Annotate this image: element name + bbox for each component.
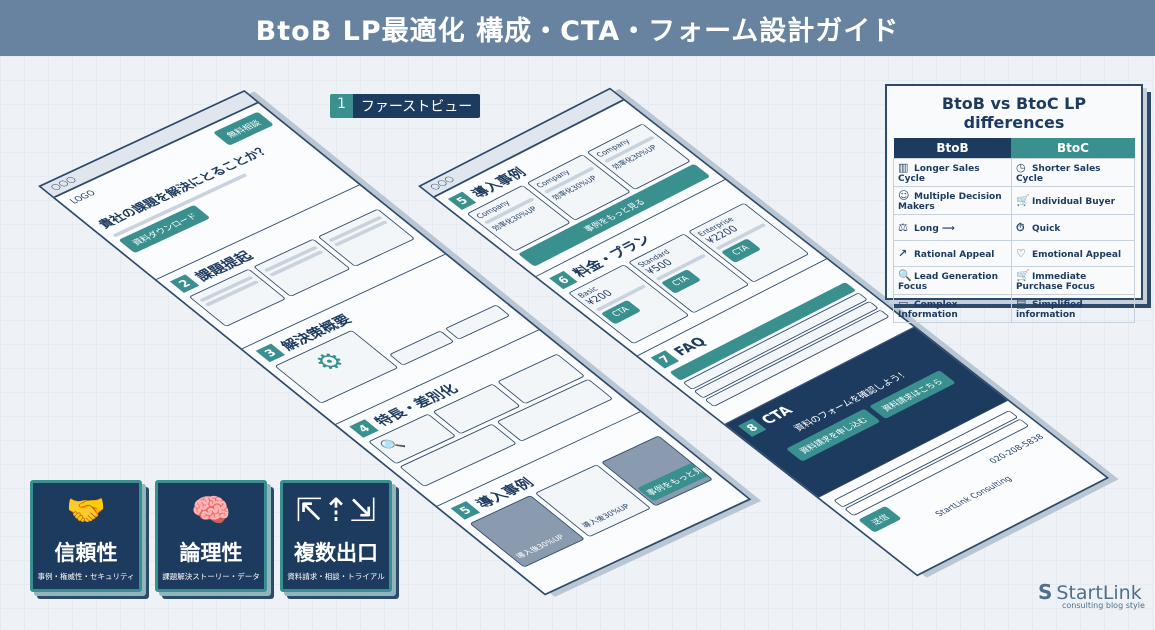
pillar-sub: 課題解決ストーリー・データ	[162, 572, 260, 581]
comparison-row: ▭Complex Information▤Simplified informat…	[893, 294, 1136, 323]
stopwatch-icon: ⏱	[1015, 220, 1025, 234]
building-icon: ▥	[898, 161, 909, 174]
clock-icon: ◷	[1015, 161, 1026, 174]
document-icon: ▤	[1015, 297, 1027, 310]
btob-cell: ▭Complex Information	[893, 294, 1012, 323]
pillar-multiple-exits: ⇱⇡⇲ 複数出口資料請求・相談・トライアル	[280, 480, 392, 592]
callout-label: ファーストビュー	[352, 94, 481, 118]
comparison-row: ▥Longer Sales Cycle◷Shorter Sales Cycle	[893, 158, 1136, 187]
heart-hand-icon: ♡	[1015, 247, 1026, 260]
pillar-title: 論理性	[179, 541, 243, 565]
btob-text: Long ⟶	[914, 224, 955, 234]
brand-name: StartLink	[1056, 582, 1142, 604]
comparison-row: ↗ Rational Appeal ♡ Emotional Appeal	[893, 240, 1136, 267]
btoc-text: Simplified information	[1015, 300, 1083, 320]
btob-text: Rational Appeal	[914, 250, 995, 260]
pillar-logic: 🧠 論理性課題解決ストーリー・データ	[155, 480, 267, 592]
brand-tagline: consulting blog style	[1062, 601, 1145, 610]
btob-cell: ▥Longer Sales Cycle	[893, 158, 1012, 187]
btob-cell: ↗ Rational Appeal	[893, 240, 1012, 267]
callout-number: 1	[330, 94, 353, 118]
btob-text: Multiple Decision Makers	[898, 192, 1002, 212]
pillar-sub: 資料請求・相談・トライアル	[287, 572, 385, 581]
browser-icon: ▭	[898, 297, 909, 310]
case-more-button[interactable]: 事例をもっと見る	[636, 457, 714, 502]
section-number: 6	[549, 270, 578, 290]
pillar-sub: 事例・権威性・セキュリティ	[37, 572, 135, 581]
btoc-cell: 🛒Immediate Purchase Focus	[1010, 266, 1136, 295]
startlink-s-icon: S	[1038, 580, 1053, 604]
section-number: 7	[650, 350, 680, 369]
pillar-title: 複数出口	[294, 541, 378, 565]
btoc-cell: ▤Simplified information	[1010, 294, 1136, 323]
people-icon: ☺	[898, 189, 910, 202]
flow-box	[388, 330, 455, 366]
section-number: 2	[169, 274, 200, 293]
section-number: 8	[738, 418, 767, 437]
btoc-cell: ⏱ Quick	[1010, 214, 1136, 241]
btoc-text: Shorter Sales Cycle	[1015, 164, 1101, 184]
header-btoc: BtoC	[1011, 138, 1135, 159]
magnifier-icon: 🔍	[898, 269, 912, 282]
pillar-trust: 🤝 信頼性事例・権威性・セキュリティ	[30, 480, 142, 592]
comparison-row: 🔍Lead Generation Focus🛒Immediate Purchas…	[893, 266, 1136, 295]
btoc-cell: 🛒Individual Buyer	[1010, 186, 1136, 215]
btob-cell: ⚖ Long ⟶	[893, 214, 1012, 241]
btob-cell: ☺Multiple Decision Makers	[893, 186, 1012, 215]
btob-text: Lead Generation Focus	[898, 272, 998, 292]
btoc-cell: ◷Shorter Sales Cycle	[1010, 158, 1136, 187]
brain-icon: 🧠	[191, 491, 231, 529]
logo: LOGO	[68, 189, 99, 206]
btoc-text: Individual Buyer	[1031, 197, 1116, 207]
cart-icon: 🛒	[1015, 269, 1030, 282]
case-result: 導入後30%UP	[579, 502, 633, 530]
header-btob: BtoB	[893, 138, 1012, 159]
split-arrows-icon: ⇱⇡⇲	[295, 491, 377, 529]
btoc-text: Quick	[1031, 223, 1061, 234]
btoc-text: Immediate Purchase Focus	[1015, 272, 1095, 292]
section-number: 4	[349, 419, 379, 438]
btob-cell: 🔍Lead Generation Focus	[893, 266, 1012, 295]
btob-text: Longer Sales Cycle	[898, 164, 980, 184]
scale-icon: ⚖	[898, 221, 908, 234]
case-result: 導入後30%UP	[514, 533, 567, 560]
chart-icon: ↗	[898, 247, 908, 260]
page-title: BtoB LP最適化 構成・CTA・フォーム設計ガイド	[0, 0, 1155, 56]
btoc-text: Emotional Appeal	[1031, 250, 1122, 260]
btoc-cell: ♡ Emotional Appeal	[1010, 240, 1136, 267]
pillar-title: 信頼性	[54, 541, 118, 565]
comparison-row: ☺Multiple Decision Makers🛒Individual Buy…	[893, 186, 1136, 215]
section-number: 5	[447, 191, 477, 210]
cart-icon: 🛒	[1015, 194, 1030, 207]
comparison-row: ⚖ Long ⟶ ⏱ Quick	[893, 214, 1136, 241]
flow-box	[444, 304, 511, 340]
handshake-icon: 🤝	[66, 491, 106, 529]
section-number: 3	[255, 343, 286, 363]
btob-text: Complex Information	[898, 300, 958, 320]
comparison-title: BtoB vs BtoC LP differences	[941, 94, 1087, 132]
section-number: 5	[450, 501, 481, 520]
